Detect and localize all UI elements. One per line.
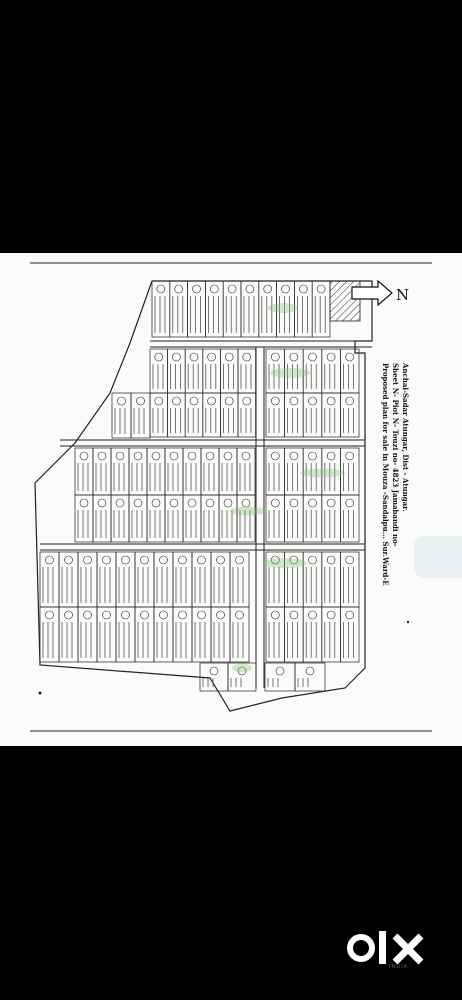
side-scroll-handle[interactable]: [414, 536, 462, 578]
north-label: N: [396, 286, 409, 304]
plan-title-line2: Sheet N- Plot N- Touzi no- 4823 Jamaband…: [391, 363, 400, 547]
plot-plan-image: N Proposed plan for sale in Mouza -Sanda…: [0, 253, 462, 746]
site-plan-drawing: N Proposed plan for sale in Mouza -Sanda…: [30, 262, 432, 732]
brand-logo: [346, 928, 432, 968]
plan-title-line1: Proposed plan for sale in Mouza -Sandalp…: [381, 363, 390, 586]
plan-title-line3: Anchal-Sadar Atungar, Dist - Atungar.: [401, 362, 410, 512]
brand-sub-label: INDIA: [389, 964, 408, 970]
north-arrow-icon: [351, 279, 393, 307]
olx-logo-icon: [347, 931, 424, 965]
